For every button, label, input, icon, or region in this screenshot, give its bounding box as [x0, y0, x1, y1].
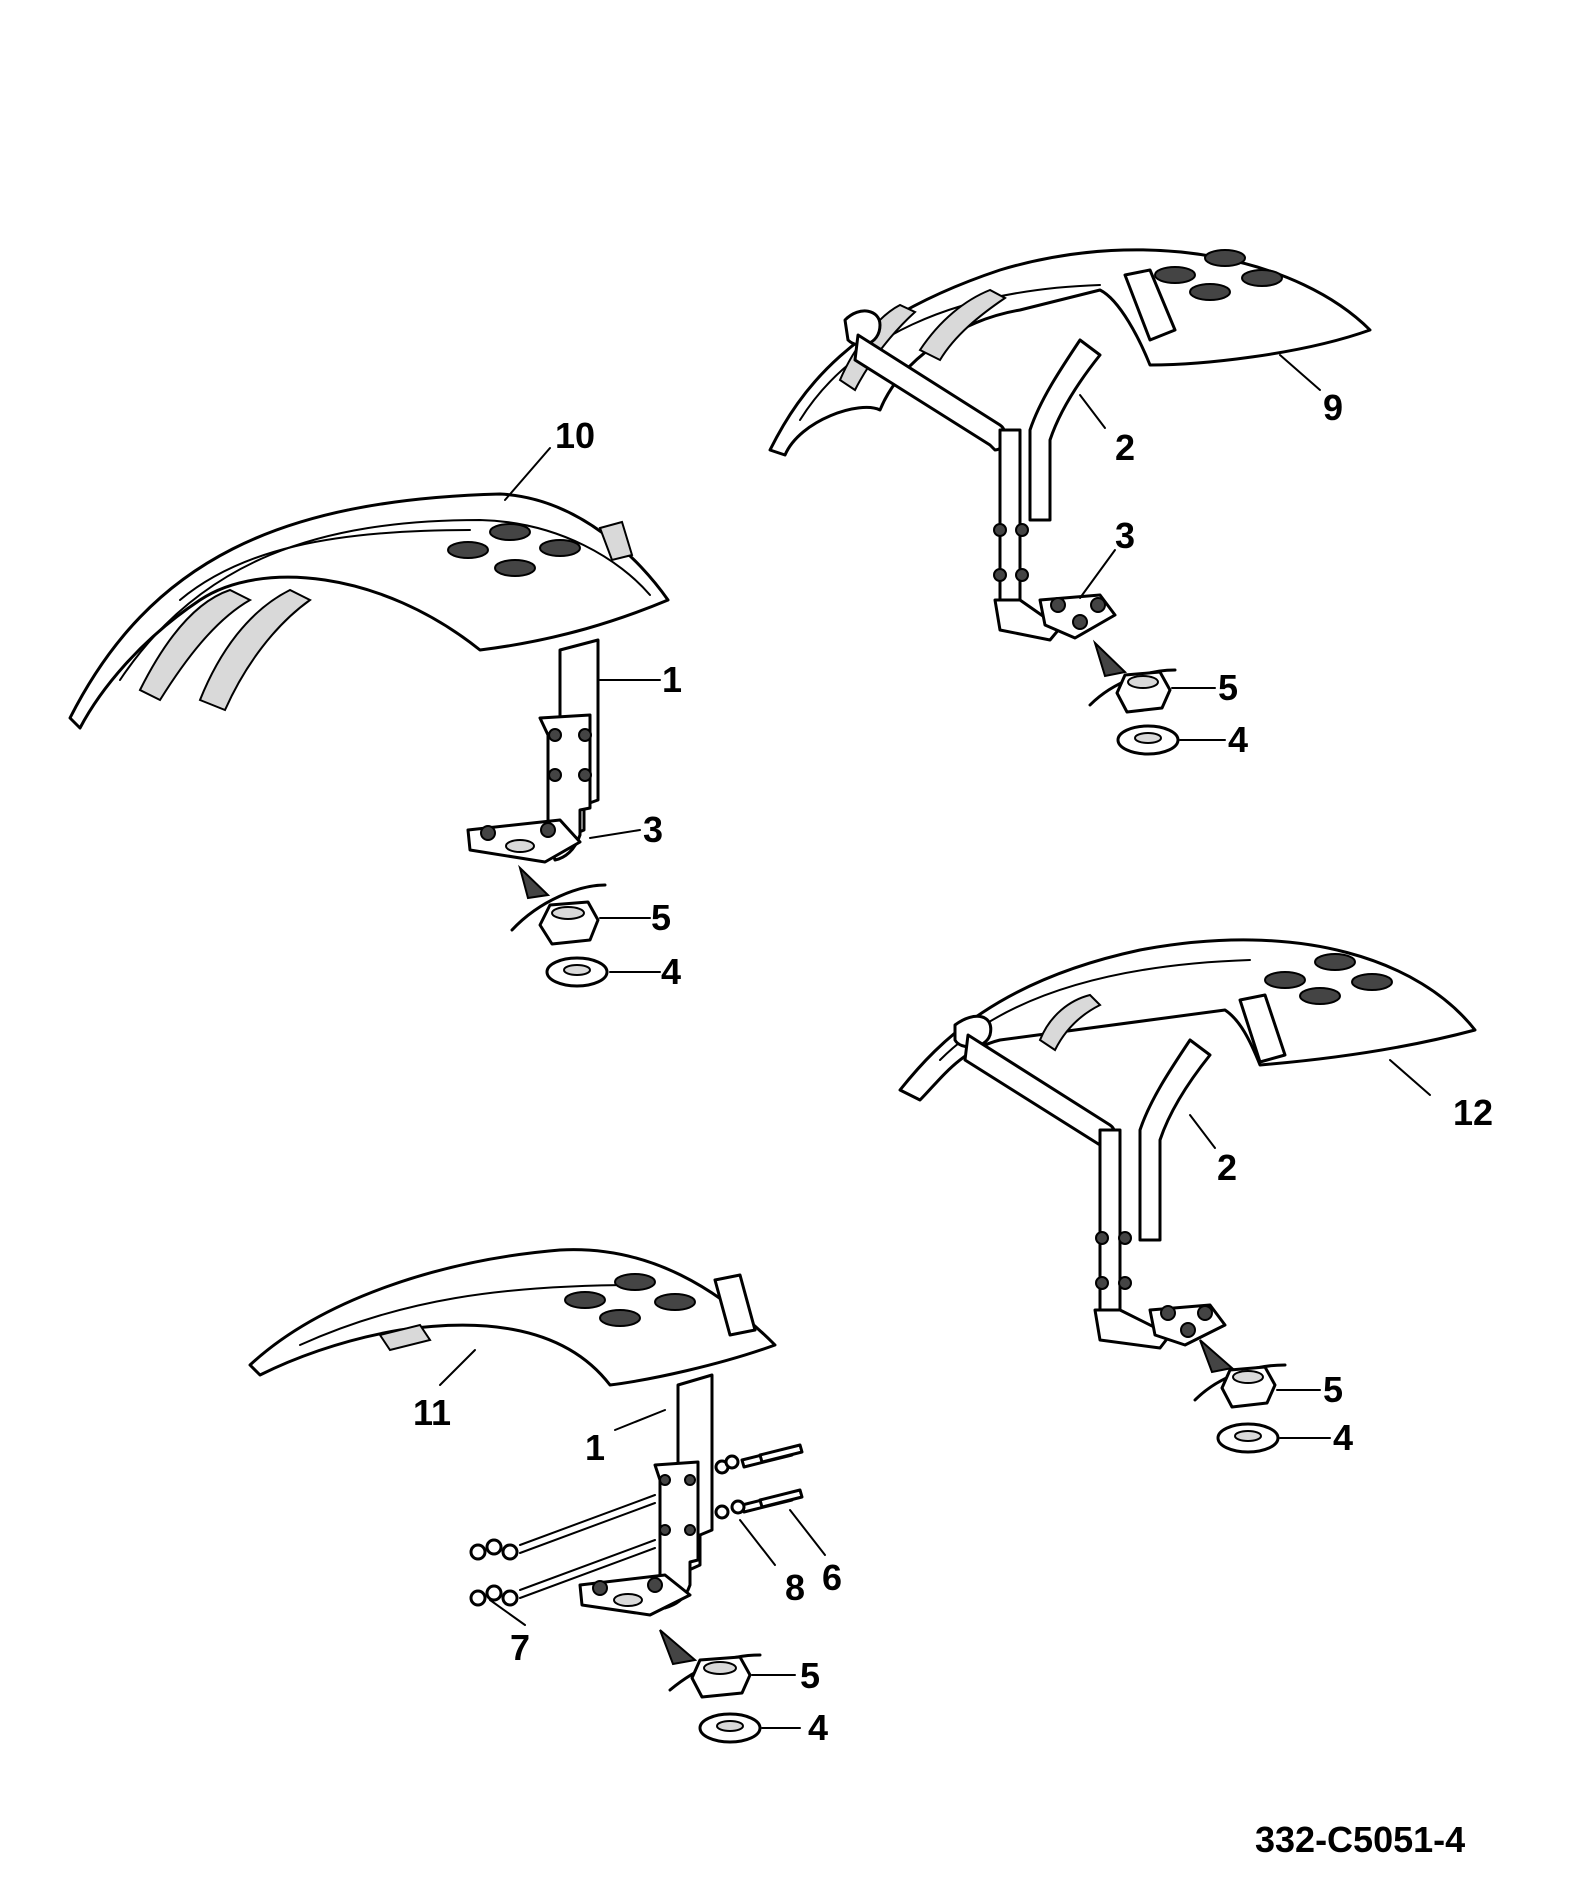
- callout-bracket-2b: 2: [1217, 1147, 1237, 1188]
- callout-bolt-6: 6: [822, 1557, 842, 1598]
- callout-fender-9: 9: [1323, 387, 1343, 428]
- nut-5d: [690, 1655, 752, 1699]
- nut-5: [538, 900, 600, 946]
- fender-12: [898, 938, 1477, 1102]
- arrow-line: [510, 883, 607, 932]
- nut-5b: [1115, 670, 1172, 714]
- bracket-2b: [963, 1033, 1227, 1350]
- mounting-plate-3b: [1038, 593, 1117, 640]
- mounting-plate-1b: [578, 1573, 692, 1617]
- mounting-plate-3: [466, 818, 582, 864]
- assembly-bottom-left: [248, 1248, 804, 1744]
- callout-washer-4b: 4: [1228, 719, 1248, 760]
- callout-washer-4d: 4: [808, 1707, 828, 1748]
- bolts-6: [740, 1443, 804, 1514]
- callout-nut-5c: 5: [1323, 1369, 1343, 1410]
- callout-plate-3: 3: [643, 809, 663, 850]
- callout-washer-8: 8: [785, 1567, 805, 1608]
- washer-4d: [698, 1712, 762, 1744]
- long-bolts: [519, 1494, 656, 1599]
- washers-8: [714, 1454, 746, 1520]
- arrow-head-d: [659, 1629, 698, 1666]
- callout-labels: 10 1 3 5 4 9 2 3 5 4 12 2 5 4 11 1 6 8 7…: [413, 387, 1493, 1748]
- callout-fender-12: 12: [1453, 1092, 1493, 1133]
- fender-11: [248, 1248, 777, 1387]
- document-reference: 332-C5051-4: [1255, 1819, 1465, 1860]
- callout-nut-5d: 5: [800, 1655, 820, 1696]
- callout-nut-7: 7: [510, 1627, 530, 1668]
- fender-9: [768, 248, 1372, 457]
- callout-washer-4: 4: [661, 951, 681, 992]
- callout-fender-10: 10: [555, 415, 595, 456]
- washer-4: [545, 956, 609, 988]
- arrow-head: [518, 864, 551, 900]
- nut-5c: [1220, 1365, 1277, 1409]
- callout-bracket-1b: 1: [585, 1427, 605, 1468]
- callout-fender-11: 11: [413, 1392, 451, 1433]
- nuts-7: [469, 1538, 519, 1607]
- callout-nut-5: 5: [651, 897, 671, 938]
- callout-washer-4c: 4: [1333, 1417, 1353, 1458]
- callout-plate-3b: 3: [1115, 515, 1135, 556]
- washer-4c: [1216, 1422, 1280, 1454]
- bracket-2: [853, 333, 1102, 642]
- arrow-head-c: [1199, 1339, 1235, 1374]
- callout-nut-5b: 5: [1218, 667, 1238, 708]
- washer-4b: [1116, 724, 1180, 756]
- callout-bracket-1: 1: [662, 659, 682, 700]
- leader-lines: [439, 354, 1431, 1729]
- fender-10: [68, 492, 670, 730]
- arrow-head-b: [1092, 639, 1128, 678]
- callout-bracket-2: 2: [1115, 427, 1135, 468]
- assembly-top-left: [68, 492, 670, 988]
- assembly-mid-right: [898, 938, 1477, 1454]
- assembly-top-right: [768, 248, 1372, 756]
